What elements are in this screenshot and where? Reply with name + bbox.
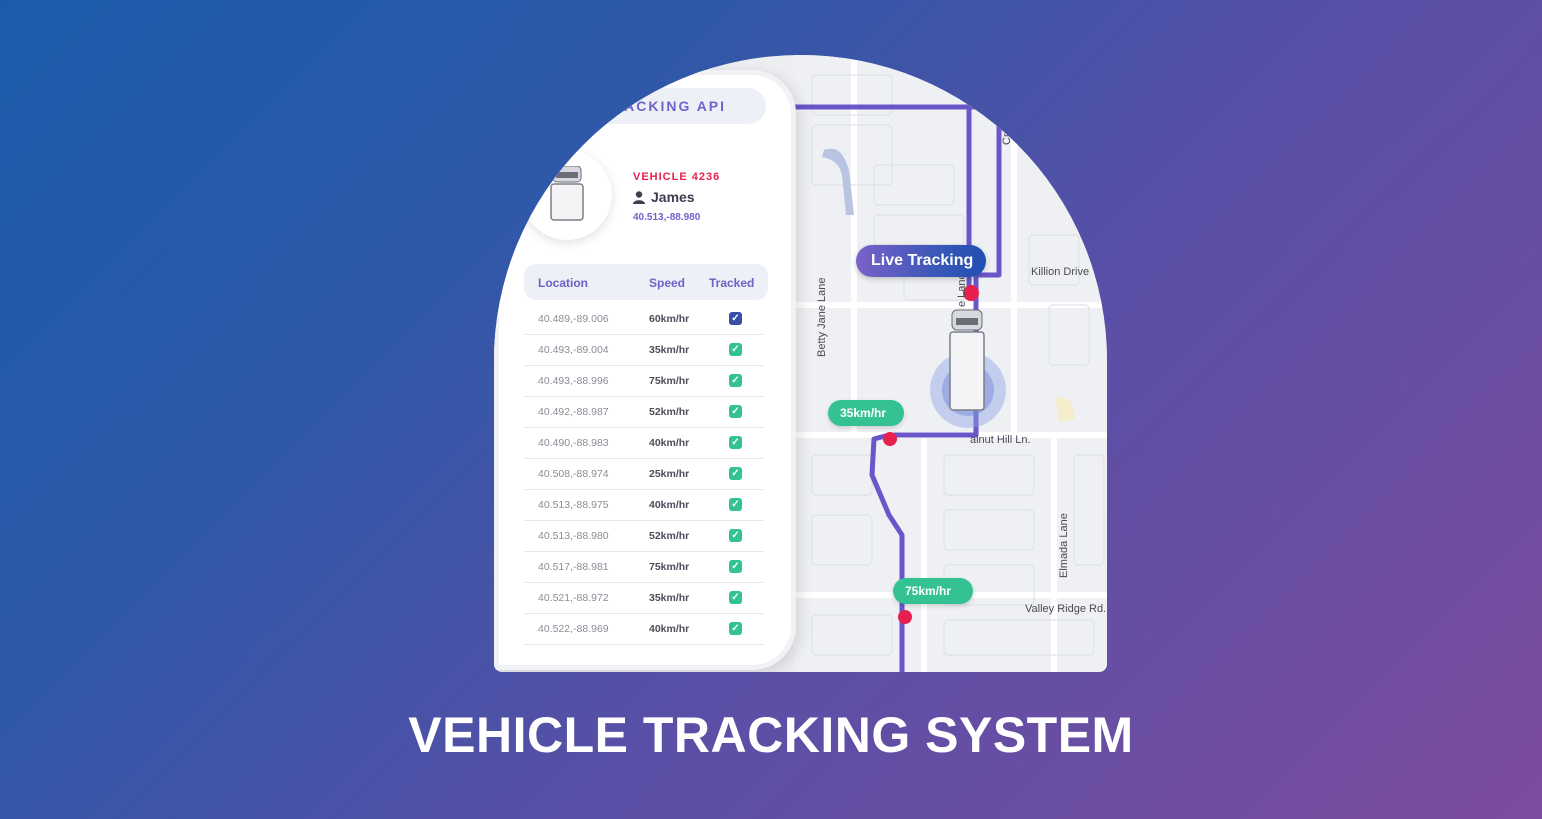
location-cell: 40.489,-89.006 (538, 313, 609, 325)
location-cell: 40.492,-88.987 (538, 406, 609, 418)
vehicle-coords: 40.513,-88.980 (633, 212, 701, 223)
live-tracking-label: Live Tracking (856, 245, 986, 277)
column-header-location: Location (538, 276, 588, 290)
table-row[interactable]: 40.493,-89.004 35km/hr ✓ (524, 335, 764, 366)
speed-cell: 25km/hr (649, 468, 690, 480)
street-crestover: Crestover (1001, 97, 1013, 145)
speed-cell: 40km/hr (649, 437, 690, 449)
location-pin-icon (883, 432, 897, 446)
table-header: Location Speed Tracked (524, 264, 768, 300)
location-cell: 40.517,-88.981 (538, 561, 609, 573)
tracking-illustration: Crestover Killion Drive Betty Jane Lane … (494, 55, 1107, 672)
driver-name: James (651, 189, 695, 205)
table-row[interactable]: 40.521,-88.972 35km/hr ✓ (524, 583, 764, 614)
map (794, 55, 1107, 672)
speed-tag: 75km/hr (893, 578, 973, 604)
check-icon[interactable]: ✓ (729, 591, 742, 604)
speed-cell: 40km/hr (649, 623, 690, 635)
street-valley: Valley Ridge Rd. (1025, 603, 1107, 615)
tracking-panel: RACKING API VEHICLE 4236 James 40.513,-8… (494, 70, 796, 670)
table-row[interactable]: 40.522,-88.969 40km/hr ✓ (524, 614, 764, 645)
table-row[interactable]: 40.513,-88.975 40km/hr ✓ (524, 490, 764, 521)
table-row[interactable]: 40.489,-89.006 60km/hr ✓ (524, 304, 764, 335)
truck-icon (949, 309, 985, 411)
check-icon[interactable]: ✓ (729, 405, 742, 418)
table-row[interactable]: 40.493,-88.996 75km/hr ✓ (524, 366, 764, 397)
street-lane-fragment: e Lane (956, 273, 968, 307)
truck-icon (550, 166, 584, 221)
location-pin-icon (963, 285, 979, 301)
speed-cell: 52km/hr (649, 530, 690, 542)
street-walnut: alnut Hill Ln. (970, 434, 1031, 446)
speed-cell: 52km/hr (649, 406, 690, 418)
table-row[interactable]: 40.492,-88.987 52km/hr ✓ (524, 397, 764, 428)
location-pin-icon (898, 610, 912, 624)
table-row[interactable]: 40.517,-88.981 75km/hr ✓ (524, 552, 764, 583)
table-row[interactable]: 40.508,-88.974 25km/hr ✓ (524, 459, 764, 490)
speed-cell: 40km/hr (649, 499, 690, 511)
street-elmada: Elmada Lane (1058, 513, 1070, 578)
vehicle-id: VEHICLE 4236 (633, 171, 721, 183)
speed-cell: 35km/hr (649, 592, 690, 604)
check-icon[interactable]: ✓ (729, 312, 742, 325)
street-killion: Killion Drive (1031, 266, 1090, 278)
location-cell: 40.513,-88.975 (538, 499, 609, 511)
speed-cell: 60km/hr (649, 313, 690, 325)
check-icon[interactable]: ✓ (729, 467, 742, 480)
column-header-speed: Speed (649, 276, 686, 290)
driver-row: James (633, 189, 695, 205)
table-row[interactable]: 40.513,-88.980 52km/hr ✓ (524, 521, 764, 552)
check-icon[interactable]: ✓ (729, 560, 742, 573)
check-icon[interactable]: ✓ (729, 343, 742, 356)
speed-tag: 35km/hr (828, 400, 904, 426)
user-icon (633, 190, 645, 204)
page-title: VEHICLE TRACKING SYSTEM (408, 707, 1134, 763)
check-icon[interactable]: ✓ (729, 529, 742, 542)
check-icon[interactable]: ✓ (729, 436, 742, 449)
location-table: 40.489,-89.006 60km/hr ✓ 40.493,-89.004 35km… (524, 304, 764, 645)
speed-cell: 75km/hr (649, 375, 690, 387)
street-betty: Betty Jane Lane (816, 277, 828, 357)
check-icon[interactable]: ✓ (729, 622, 742, 635)
location-cell: 40.513,-88.980 (538, 530, 609, 542)
vehicle-avatar (522, 150, 612, 240)
column-header-tracked: Tracked (709, 276, 755, 290)
location-cell: 40.490,-88.983 (538, 437, 609, 449)
location-cell: 40.508,-88.974 (538, 468, 609, 480)
speed-cell: 35km/hr (649, 344, 690, 356)
api-title: RACKING API (612, 98, 727, 114)
location-cell: 40.522,-88.969 (538, 623, 609, 635)
location-cell: 40.493,-89.004 (538, 344, 609, 356)
location-cell: 40.521,-88.972 (538, 592, 609, 604)
check-icon[interactable]: ✓ (729, 498, 742, 511)
table-row[interactable]: 40.490,-88.983 40km/hr ✓ (524, 428, 764, 459)
location-cell: 40.493,-88.996 (538, 375, 609, 387)
api-title-pill (590, 88, 766, 124)
speed-cell: 75km/hr (649, 561, 690, 573)
check-icon[interactable]: ✓ (729, 374, 742, 387)
